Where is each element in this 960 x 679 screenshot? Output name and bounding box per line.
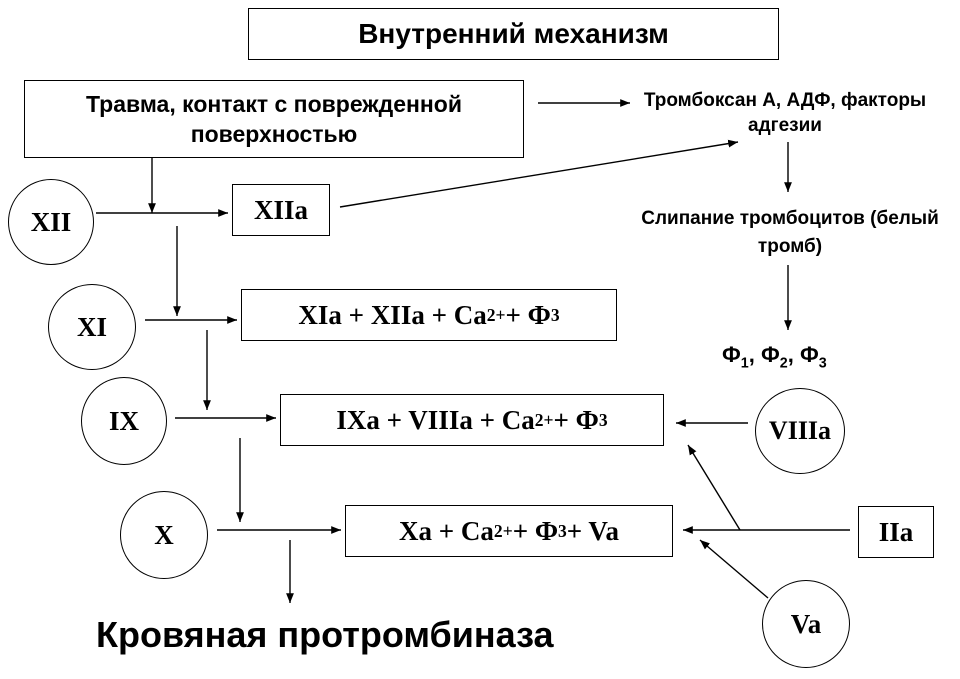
complex-ixa-sup: 2+ xyxy=(534,409,554,430)
diagram-title: Внутренний механизм xyxy=(358,18,669,49)
result-label-wrap: Кровяная протромбиназа xyxy=(96,614,656,656)
arrow-xiia-to-factors xyxy=(339,139,739,208)
phi1-label: Ф xyxy=(722,342,741,367)
complex-xia-sub: 3 xyxy=(550,304,560,325)
arrow-iia-to-ixa xyxy=(687,444,741,531)
phi3-sub: 3 xyxy=(818,355,827,372)
complex-xa-mid: + Ф xyxy=(512,515,559,546)
factor-xi-label: XI xyxy=(76,311,107,342)
trigger-label: Травма, контакт с поврежденной поверхнос… xyxy=(86,91,462,147)
phi3-label: Ф xyxy=(799,342,819,367)
phi2-sub: 2 xyxy=(779,355,788,372)
factor-xii-circle: XII xyxy=(8,179,94,265)
complex-xiia-label: XIIa xyxy=(253,194,308,225)
complex-xa-sup: 2+ xyxy=(493,520,513,541)
factor-viiia-circle: VIIIa xyxy=(755,388,845,474)
factor-x-circle: X xyxy=(120,491,208,579)
factor-xi-circle: XI xyxy=(48,284,136,370)
phospholipid-factors: Ф1, Ф2, Ф3 xyxy=(722,342,882,371)
phi2-label: Ф xyxy=(760,342,780,367)
complex-ixa-main: IXa + VIIIa + Ca xyxy=(336,404,535,435)
factor-iia-label: IIa xyxy=(878,516,914,547)
factor-x-label: X xyxy=(154,519,174,550)
factor-va-label: Va xyxy=(790,608,822,639)
factor-xii-label: XII xyxy=(30,206,72,237)
platelet-aggregation-label: Слипание тромбоцитов (белый тромб) xyxy=(641,208,939,257)
factor-va-circle: Va xyxy=(762,580,850,668)
complex-ixa-sub: 3 xyxy=(598,409,608,430)
complex-xa-main: Xa + Ca xyxy=(399,515,494,546)
title-box: Внутренний механизм xyxy=(248,8,779,60)
result-label: Кровяная протромбиназа xyxy=(96,614,554,655)
complex-xa-sub: 3 xyxy=(558,520,567,541)
complex-xa-tail: + Va xyxy=(566,515,619,546)
complex-ixa-tail: + Ф xyxy=(553,404,599,435)
factor-viiia-label: VIIIa xyxy=(768,416,832,445)
platelet-aggregation-text: Слипание тромбоцитов (белый тромб) xyxy=(640,205,940,261)
phi-sep2: , xyxy=(787,342,800,367)
complex-xia-tail: + Ф xyxy=(505,299,551,330)
phi1-sub: 1 xyxy=(740,355,749,372)
platelet-factors-text: Тромбоксан А, АДФ, факторы адгезии xyxy=(640,88,930,138)
phi-sep1: , xyxy=(748,342,761,367)
complex-xia-main: XIa + XIIa + Ca xyxy=(298,299,487,330)
factor-ix-label: IX xyxy=(108,405,139,436)
factor-ix-circle: IX xyxy=(81,377,167,465)
complex-xia-sup: 2+ xyxy=(486,304,506,325)
platelet-factors-label: Тромбоксан А, АДФ, факторы адгезии xyxy=(643,90,927,136)
complex-xiia-box: XIIa xyxy=(232,184,330,236)
trigger-box: Травма, контакт с поврежденной поверхнос… xyxy=(24,80,524,158)
factor-iia-box: IIa xyxy=(858,506,934,558)
arrow-va-to-xa xyxy=(699,539,769,599)
